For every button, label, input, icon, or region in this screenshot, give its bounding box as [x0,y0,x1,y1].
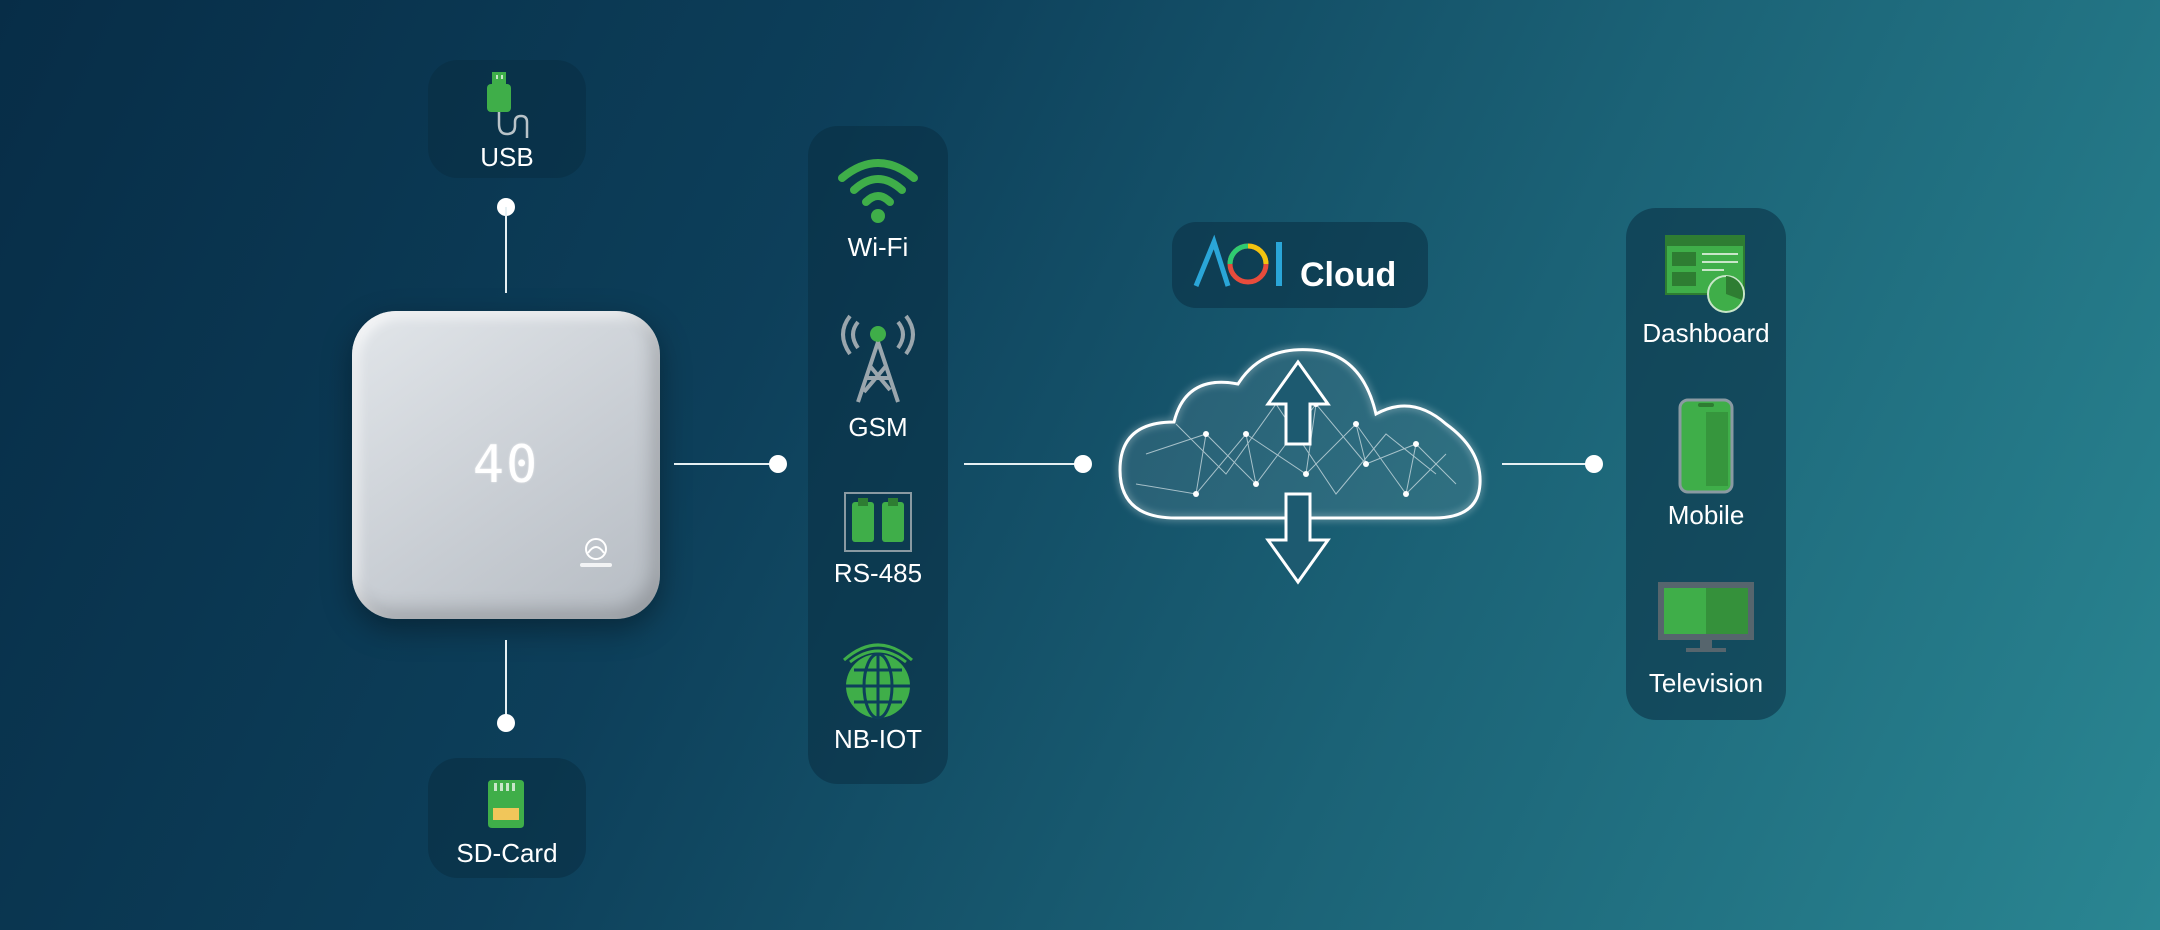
cloud-title: Cloud [1300,256,1397,294]
dashboard-icon [1665,235,1745,313]
nb-iot-globe-icon [843,643,913,720]
cloud-to-outputs-line [1502,463,1588,465]
usb-panel [428,60,586,178]
dashboard-label: Dashboard [1642,318,1770,348]
sdcard-connector-line [505,640,507,722]
mobile-label: Mobile [1667,500,1745,530]
usb-connector-line [505,207,507,293]
sdcard-connector-dot [497,714,515,732]
mobile-phone-icon [1678,398,1734,494]
rs485-label: RS-485 [833,558,923,588]
usb-label: USB [480,142,534,172]
cloud-to-outputs-dot [1585,455,1603,473]
sdcard-icon [488,780,524,828]
device-reading: 40 [472,435,540,495]
wifi-icon [838,159,918,223]
gsm-label: GSM [848,412,908,442]
wifi-label: Wi-Fi [847,232,909,262]
gsm-tower-icon [841,314,915,403]
usb-icon [487,72,529,138]
sdcard-label: SD-Card [456,838,558,868]
television-label: Television [1648,668,1764,698]
connectivity-to-cloud-dot [1074,455,1092,473]
brand-logo-icon [580,538,612,567]
device-to-connectivity-line [674,463,774,465]
rs485-connector-icon [844,492,912,552]
television-icon [1658,582,1754,652]
connectivity-to-cloud-line [964,463,1084,465]
cloud-network-icon [1118,348,1482,585]
nb-iot-label: NB-IOT [833,724,923,754]
air-quality-monitor-device: 40 [352,311,660,619]
cloud-title-panel: Cloud [1172,222,1428,308]
device-to-connectivity-dot [769,455,787,473]
aqi-logo-icon [1193,234,1282,287]
